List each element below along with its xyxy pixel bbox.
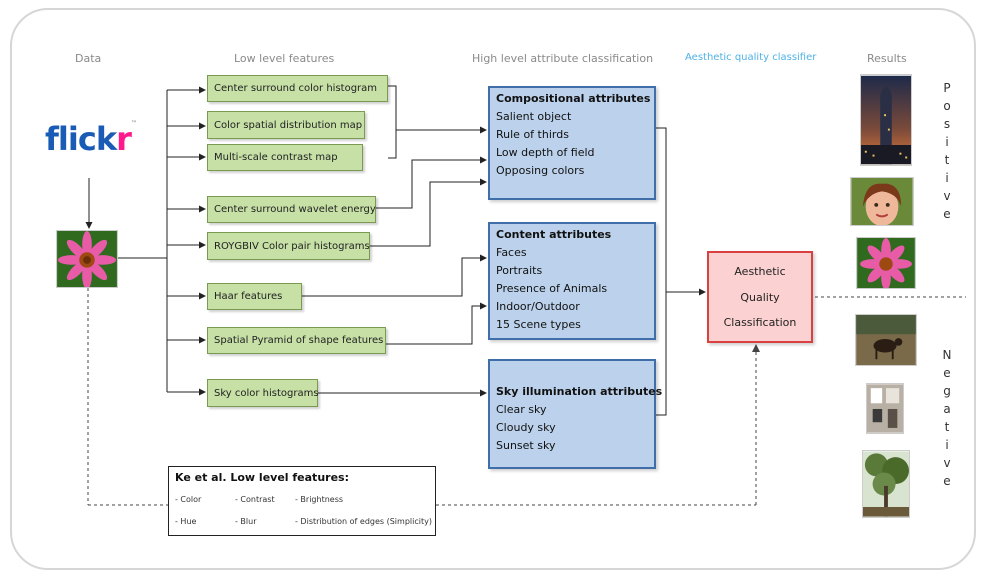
ke-feature: - Color [175,495,202,504]
attr-item: Rule of thirds [496,128,569,141]
header-low-level: Low level features [234,52,335,65]
classifier-line: Aesthetic [734,265,786,279]
feature-center-surround-color-histogram: Center surround color histogram [207,75,388,102]
positive-result-flower-image [856,237,916,289]
feature-multi-scale-contrast-map: Multi-scale contrast map [207,144,363,171]
feature-color-spatial-distribution-map: Color spatial distribution map [207,111,365,139]
sky-illumination-attributes-box: Sky illumination attributes Clear sky Cl… [488,359,663,469]
classifier-line: Quality [740,290,780,304]
feature-roygbiv-color-pair-histograms: ROYGBIV Color pair histograms [207,232,370,260]
ke-feature: - Distribution of edges (Simplicity) [295,517,432,526]
feature-spatial-pyramid-shape: Spatial Pyramid of shape features [207,327,386,354]
attr-item: Clear sky [496,403,547,416]
ke-feature: - Hue [175,517,197,526]
compositional-attributes-box: Compositional attributes Salient object … [488,86,656,200]
flickr-logo: flickr™ [45,120,137,158]
attr-item: Presence of Animals [496,282,608,295]
attr-item: Opposing colors [496,164,585,177]
ke-et-al-title: Ke et al. Low level features: [175,471,349,484]
attr-item: Low depth of field [496,146,595,159]
feature-sky-color-histograms: Sky color histograms [207,379,319,407]
content-title: Content attributes [496,228,612,241]
ke-et-al-features-box: Ke et al. Low level features: - Color - … [168,466,436,536]
header-high-level: High level attribute classification [472,52,654,65]
attr-item: 15 Scene types [496,318,581,331]
ke-feature: - Brightness [295,495,344,504]
positive-result-girl-image [850,177,914,226]
negative-result-animal-image [855,314,917,366]
header-aesthetic-classifier: Aesthetic quality classifier [685,52,817,63]
attr-item: Faces [496,246,527,259]
content-attributes-box: Content attributes Faces Portraits Prese… [488,222,656,340]
attr-item: Cloudy sky [496,421,556,434]
positive-result-tower-image [860,74,912,166]
classifier-line: Classification [723,315,797,329]
diagram-frame [10,8,976,570]
negative-result-indoor-image [866,383,904,434]
header-results: Results [867,52,907,65]
input-flower-image [56,230,118,288]
attr-item: Indoor/Outdoor [496,300,580,313]
ke-feature: - Blur [235,517,257,526]
aesthetic-quality-classification-box: Aesthetic Quality Classification [707,251,813,343]
sky-title: Sky illumination attributes [496,385,663,398]
header-data: Data [75,52,102,65]
attr-item: Sunset sky [496,439,556,452]
compositional-title: Compositional attributes [496,92,651,105]
negative-result-tree-image [862,450,910,518]
attr-item: Salient object [496,110,572,123]
attr-item: Portraits [496,264,543,277]
feature-center-surround-wavelet-energy: Center surround wavelet energy [207,196,376,223]
feature-haar-features: Haar features [207,283,302,310]
ke-feature: - Contrast [235,495,275,504]
